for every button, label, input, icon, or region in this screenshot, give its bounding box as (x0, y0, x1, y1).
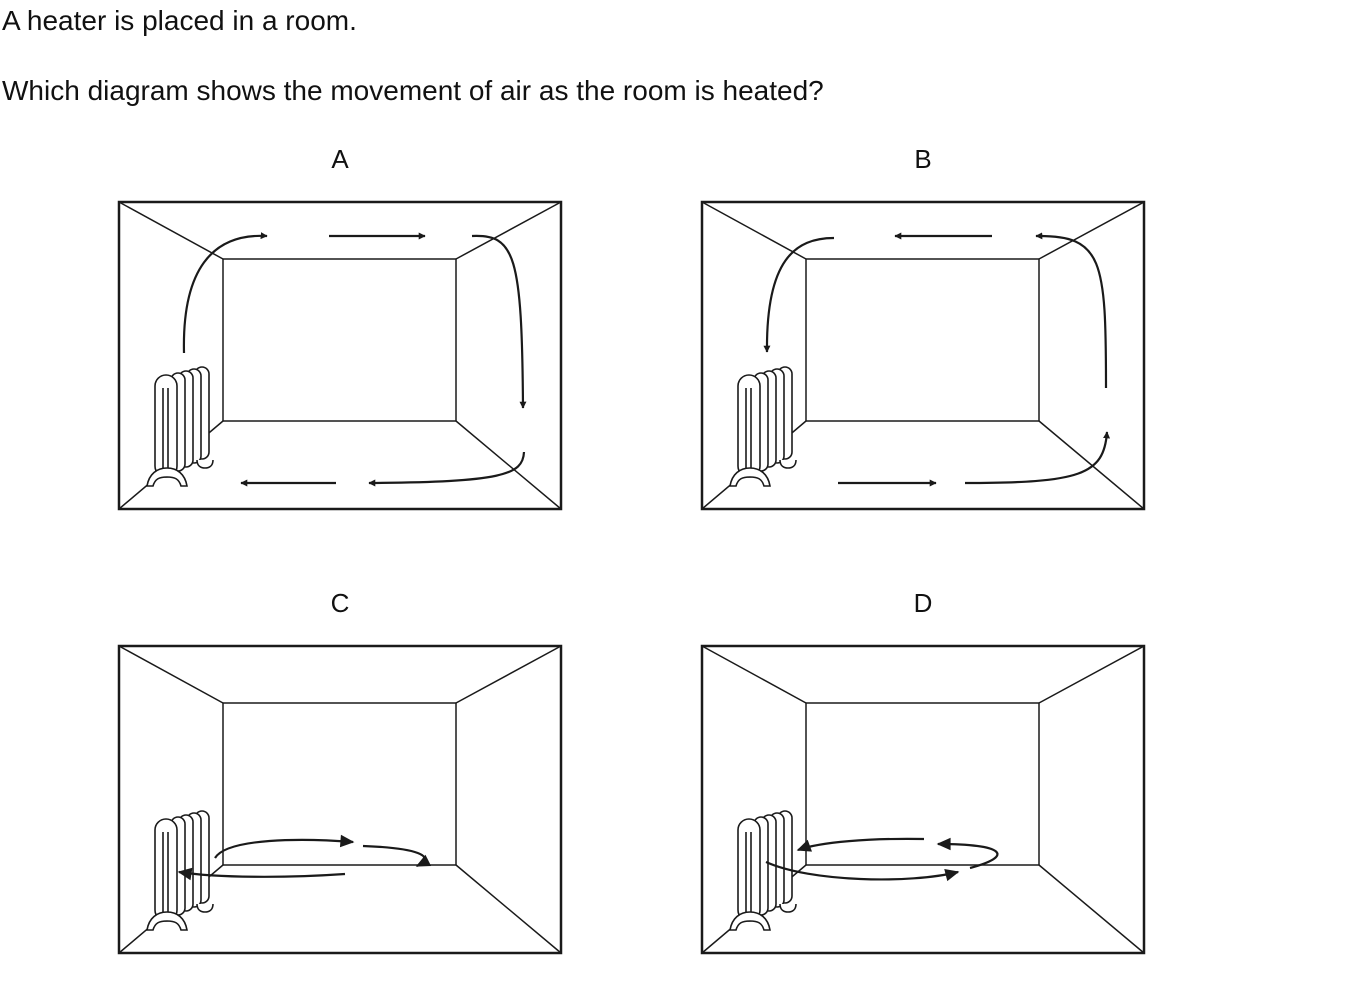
air-flow-arrow (936, 837, 999, 870)
option-a[interactable]: A (117, 144, 563, 544)
radiator-icon (146, 366, 214, 487)
option-b[interactable]: B (700, 144, 1146, 544)
air-flow-arrow (182, 232, 268, 354)
option-a-label: A (331, 144, 349, 174)
question-prompt: Which diagram shows the movement of air … (2, 75, 824, 106)
air-flow-arrow (796, 837, 925, 852)
air-flow-arrow (763, 236, 835, 353)
room-diagram-c (117, 644, 563, 955)
room-diagram-b (700, 200, 1146, 511)
air-flow-arrows (763, 232, 1111, 487)
air-flow-arrow (765, 860, 960, 882)
air-flow-arrow (368, 451, 526, 487)
room-diagram-d (700, 644, 1146, 955)
air-flow-arrow (177, 867, 346, 881)
question-intro: A heater is placed in a room. (2, 5, 357, 36)
air-flow-arrow (1035, 232, 1108, 389)
air-flow-loop (765, 837, 999, 882)
air-flow-arrows (182, 232, 527, 487)
air-flow-arrow (214, 834, 355, 859)
option-b-label: B (914, 144, 932, 174)
radiator-icon (729, 810, 797, 931)
air-flow-arrow (362, 844, 432, 867)
radiator-icon (146, 810, 214, 931)
option-c[interactable]: C (117, 588, 563, 988)
air-flow-loop (177, 834, 432, 881)
air-flow-arrow (471, 234, 527, 409)
option-d[interactable]: D (700, 588, 1146, 988)
room-diagram-a (117, 200, 563, 511)
air-flow-arrow (964, 431, 1111, 485)
option-d-label: D (913, 588, 933, 618)
option-c-label: C (330, 588, 350, 618)
radiator-icon (729, 366, 797, 487)
